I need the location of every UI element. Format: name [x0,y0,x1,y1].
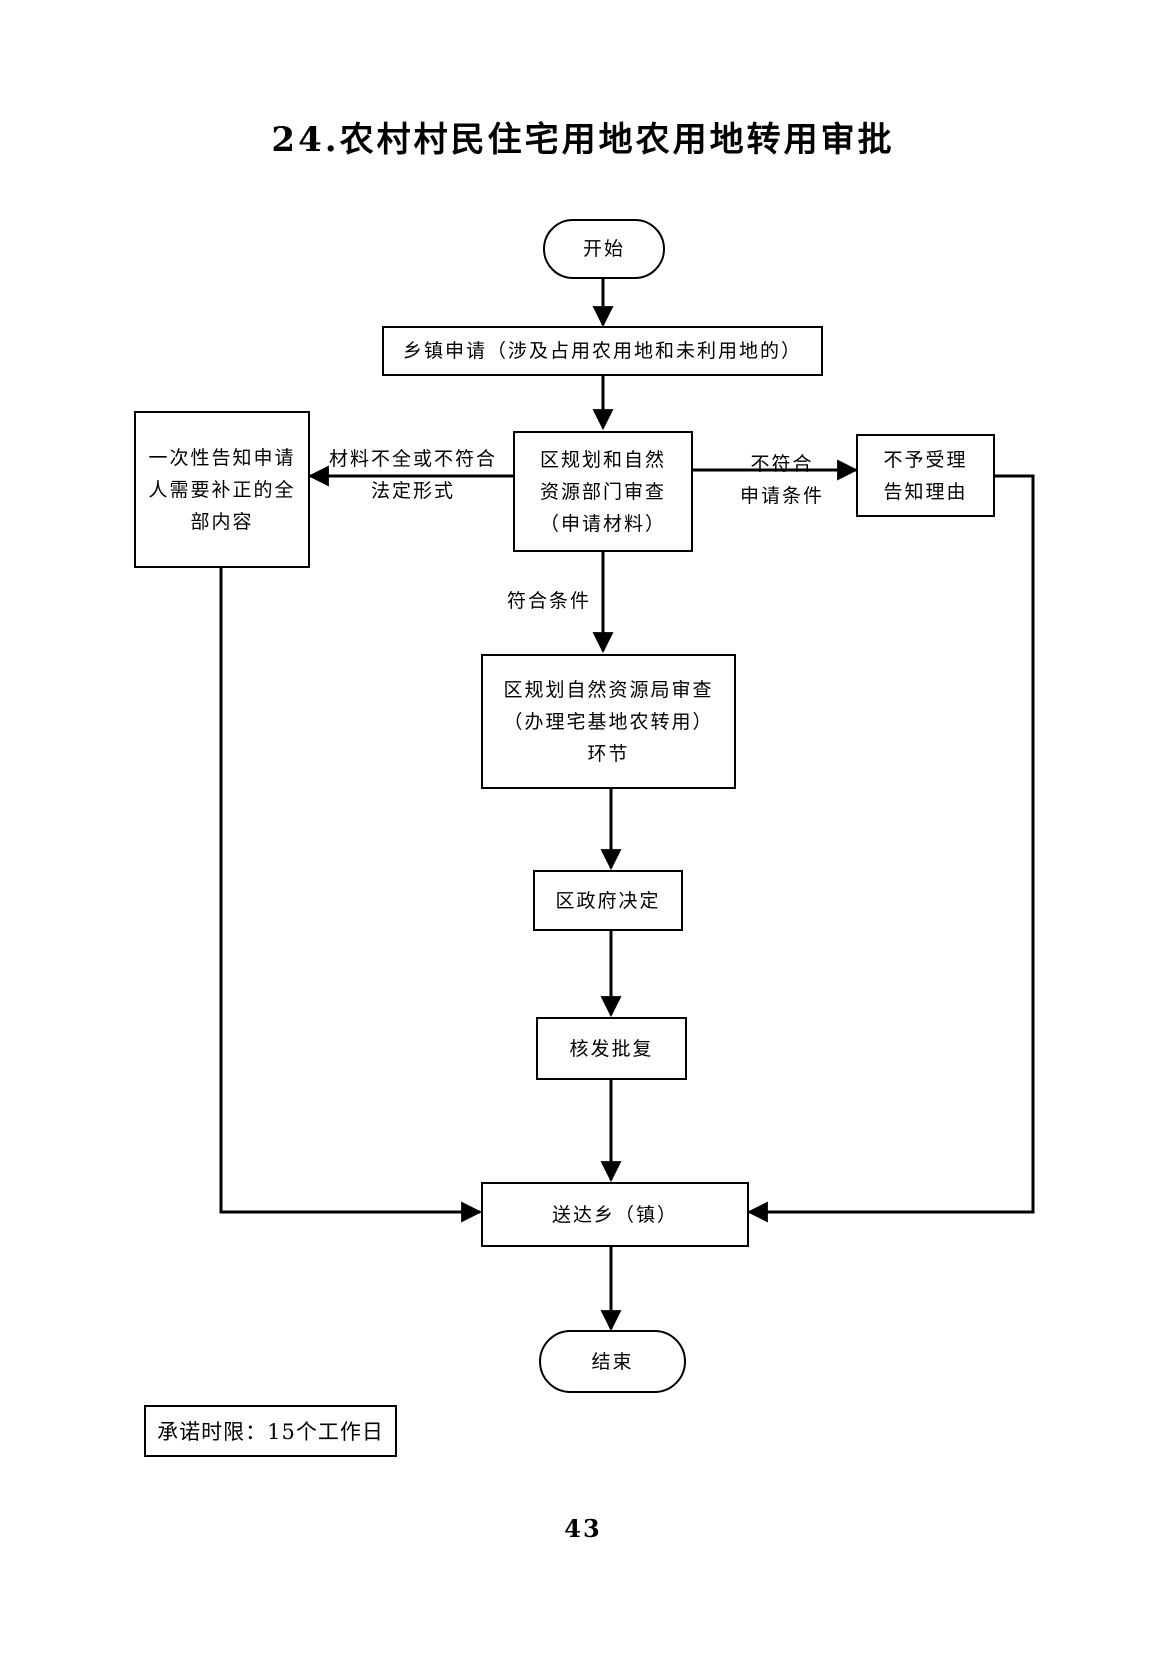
end-label: 结束 [591,1350,634,1373]
review-line-3: （申请材料） [539,512,666,535]
review-line-2: 资源部门审查 [539,480,666,503]
edge-label-incomplete: 材料不全或不符合 法定形式 [318,443,508,507]
arrow-reject-to-deliver [746,474,1035,1223]
decision-label: 区政府决定 [555,889,661,912]
notify-box: 一次性告知申请 人需要补正的全 部内容 [134,411,310,568]
edge-label-incomplete-line-1: 材料不全或不符合 [328,448,497,470]
end-node: 结束 [539,1330,686,1393]
deliver-label: 送达乡（镇） [551,1203,678,1226]
notify-line-2: 人需要补正的全 [148,478,296,501]
reject-box: 不予受理 告知理由 [856,434,995,517]
page-title: 24.农村村民住宅用地农用地转用审批 [271,120,895,160]
start-node: 开始 [543,219,665,279]
page-number: 43 [564,1514,602,1543]
edge-label-incomplete-line-2: 法定形式 [370,480,455,502]
deliver-box: 送达乡（镇） [481,1182,749,1247]
arrow-notify-to-deliver [219,567,483,1223]
edge-label-not-qualified: 不符合 申请条件 [722,448,842,512]
town-apply-label: 乡镇申请（涉及占用农用地和未利用地的） [402,340,802,362]
edge-label-not-qualified-line-1: 不符合 [750,453,814,475]
review-line-1: 区规划和自然 [539,448,666,471]
bureau-line-1: 区规划自然资源局审查 [503,678,714,701]
bureau-line-3: 环节 [587,742,630,765]
notify-line-1: 一次性告知申请 [148,446,296,469]
notify-line-3: 部内容 [190,510,254,533]
issue-label: 核发批复 [569,1037,654,1060]
edge-label-not-qualified-line-2: 申请条件 [739,485,824,507]
bureau-box: 区规划自然资源局审查 （办理宅基地农转用） 环节 [481,654,736,789]
town-apply-box: 乡镇申请（涉及占用农用地和未利用地的） [382,326,823,376]
issue-box: 核发批复 [536,1017,687,1080]
edge-label-qualified: 符合条件 [506,590,591,612]
reject-line-2: 告知理由 [883,480,968,503]
start-label: 开始 [582,238,625,260]
review-box: 区规划和自然 资源部门审查 （申请材料） [513,431,693,552]
reject-line-1: 不予受理 [883,448,968,471]
bureau-line-2: （办理宅基地农转用） [503,710,714,733]
decision-box: 区政府决定 [533,870,683,931]
promise-box: 承诺时限：15个工作日 [144,1405,397,1457]
